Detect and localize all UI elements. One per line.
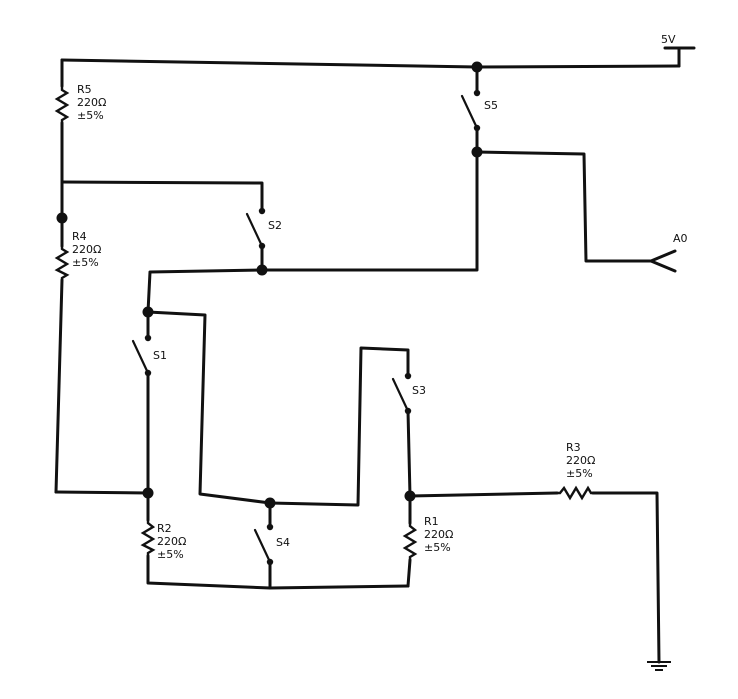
- resistor-r3-tolerance: ±5%: [566, 467, 593, 480]
- wire-s2-to-s1: [146, 268, 264, 314]
- junction-nodes: [56, 61, 483, 509]
- resistor-r1-tolerance: ±5%: [424, 541, 451, 554]
- junction-node: [404, 490, 416, 502]
- resistor-r5-id: R5: [77, 83, 92, 96]
- wire-to-r3: [408, 491, 559, 498]
- wire-s4-to-s3: [268, 346, 410, 507]
- output-label: A0: [673, 232, 688, 245]
- wire-r4-bottom: [54, 278, 64, 494]
- switch-s4-label: S4: [276, 536, 290, 549]
- wire-to-a0: [475, 150, 653, 263]
- wire-left-to-r2: [54, 490, 150, 495]
- resistor-r1-id: R1: [424, 515, 439, 528]
- wire-s2-to-s5: [260, 150, 479, 272]
- switch-s3: [391, 372, 412, 415]
- junction-node: [264, 497, 276, 509]
- wire-r2-bottom: [146, 554, 410, 590]
- wire-top-rail-right: [475, 64, 681, 69]
- wire-to-s2: [60, 180, 264, 213]
- wire-r1-bottom: [406, 558, 412, 588]
- switch-s1: [131, 334, 152, 377]
- resistor-r3-id: R3: [566, 441, 581, 454]
- junction-node: [471, 61, 483, 73]
- wires: [54, 46, 696, 664]
- resistor-r2: [140, 520, 156, 556]
- resistor-r3-value: 220Ω: [566, 454, 595, 467]
- switch-s4: [253, 523, 274, 566]
- a0-probe-lower: [649, 259, 677, 273]
- resistor-r4-id: R4: [72, 230, 87, 243]
- supply-label: 5V: [661, 33, 676, 46]
- a0-probe-upper: [649, 249, 677, 263]
- resistor-r2-value: 220Ω: [157, 535, 186, 548]
- switch-s1-label: S1: [153, 349, 167, 362]
- wire-s1-to-s4: [146, 310, 272, 505]
- wire-top-rail: [60, 58, 479, 69]
- resistor-r1-value: 220Ω: [424, 528, 453, 541]
- resistor-r3: [557, 485, 593, 501]
- resistor-r5: [54, 86, 70, 123]
- resistor-r5-tolerance: ±5%: [77, 109, 104, 122]
- resistor-r4: [54, 246, 70, 280]
- switch-s3-label: S3: [412, 384, 426, 397]
- switch-s5-label: S5: [484, 99, 498, 112]
- junction-node: [142, 306, 154, 318]
- junction-node: [142, 487, 154, 499]
- junction-node: [471, 146, 483, 158]
- junction-node: [56, 212, 68, 224]
- switch-s2-label: S2: [268, 219, 282, 232]
- junction-node: [256, 264, 268, 276]
- switch-s5: [460, 89, 481, 132]
- resistor-r4-tolerance: ±5%: [72, 256, 99, 269]
- resistor-r4-value: 220Ω: [72, 243, 101, 256]
- resistor-r5-value: 220Ω: [77, 96, 106, 109]
- wire-r3-to-ground: [591, 491, 661, 664]
- switch-s2: [245, 207, 266, 250]
- resistor-r2-tolerance: ±5%: [157, 548, 184, 561]
- ground-icon: [647, 661, 671, 671]
- resistor-r2-id: R2: [157, 522, 172, 535]
- wire-s3-bottom: [406, 409, 412, 498]
- resistor-r1: [402, 523, 418, 560]
